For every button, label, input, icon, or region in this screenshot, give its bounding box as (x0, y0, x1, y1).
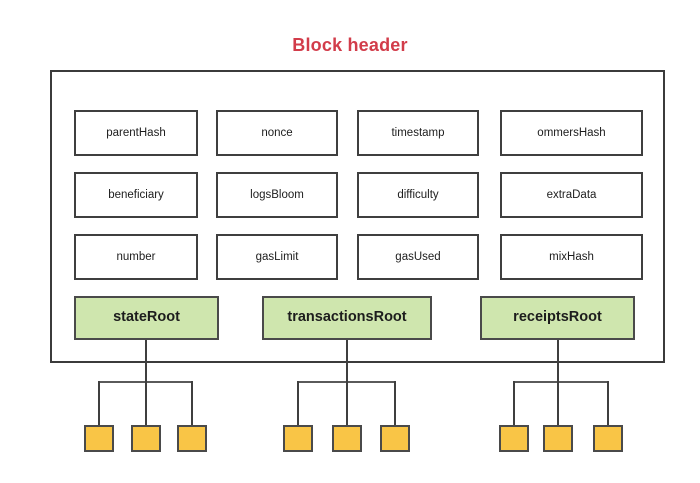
root-box-transactionsroot[interactable]: transactionsRoot (262, 296, 432, 340)
root-label: stateRoot (113, 309, 180, 326)
field-label: mixHash (549, 250, 594, 263)
field-label: gasLimit (255, 250, 299, 263)
root-box-stateroot[interactable]: stateRoot (74, 296, 219, 340)
leaf-stem-line (607, 381, 609, 426)
root-stem-line-transactionsroot (346, 340, 348, 382)
root-label: receiptsRoot (513, 309, 602, 326)
leaf-node[interactable] (283, 425, 313, 452)
leaf-node[interactable] (84, 425, 114, 452)
field-box-timestamp[interactable]: timestamp (357, 110, 479, 156)
leaf-stem-line (98, 381, 100, 426)
root-stem-line-stateroot (145, 340, 147, 382)
field-box-logsbloom[interactable]: logsBloom (216, 172, 338, 218)
leaf-node[interactable] (177, 425, 207, 452)
leaf-node[interactable] (332, 425, 362, 452)
leaf-node[interactable] (499, 425, 529, 452)
field-box-ommershash[interactable]: ommersHash (500, 110, 643, 156)
leaf-stem-line (191, 381, 193, 426)
leaf-stem-line (557, 381, 559, 426)
field-box-nonce[interactable]: nonce (216, 110, 338, 156)
field-box-difficulty[interactable]: difficulty (357, 172, 479, 218)
field-label: beneficiary (108, 188, 164, 201)
field-label: parentHash (106, 126, 166, 139)
field-box-mixhash[interactable]: mixHash (500, 234, 643, 280)
diagram-title: Block header (292, 35, 408, 55)
field-label: nonce (261, 126, 293, 139)
field-label: gasUsed (395, 250, 441, 263)
root-label: transactionsRoot (287, 309, 407, 326)
field-box-number[interactable]: number (74, 234, 198, 280)
field-label: ommersHash (537, 126, 606, 139)
leaf-node[interactable] (593, 425, 623, 452)
leaf-stem-line (513, 381, 515, 426)
leaf-stem-line (394, 381, 396, 426)
field-label: difficulty (397, 188, 439, 201)
leaf-stem-line (145, 381, 147, 426)
field-box-parenthash[interactable]: parentHash (74, 110, 198, 156)
leaf-node[interactable] (380, 425, 410, 452)
field-label: number (116, 250, 156, 263)
leaf-node[interactable] (131, 425, 161, 452)
branch-bar-receiptsroot (514, 381, 609, 383)
field-box-gasused[interactable]: gasUsed (357, 234, 479, 280)
leaf-stem-line (297, 381, 299, 426)
field-label: logsBloom (250, 188, 304, 201)
leaf-node[interactable] (543, 425, 573, 452)
field-box-gaslimit[interactable]: gasLimit (216, 234, 338, 280)
field-box-beneficiary[interactable]: beneficiary (74, 172, 198, 218)
field-label: extraData (546, 188, 597, 201)
root-stem-line-receiptsroot (557, 340, 559, 382)
root-box-receiptsroot[interactable]: receiptsRoot (480, 296, 635, 340)
field-box-extradata[interactable]: extraData (500, 172, 643, 218)
leaf-stem-line (346, 381, 348, 426)
field-label: timestamp (391, 126, 445, 139)
